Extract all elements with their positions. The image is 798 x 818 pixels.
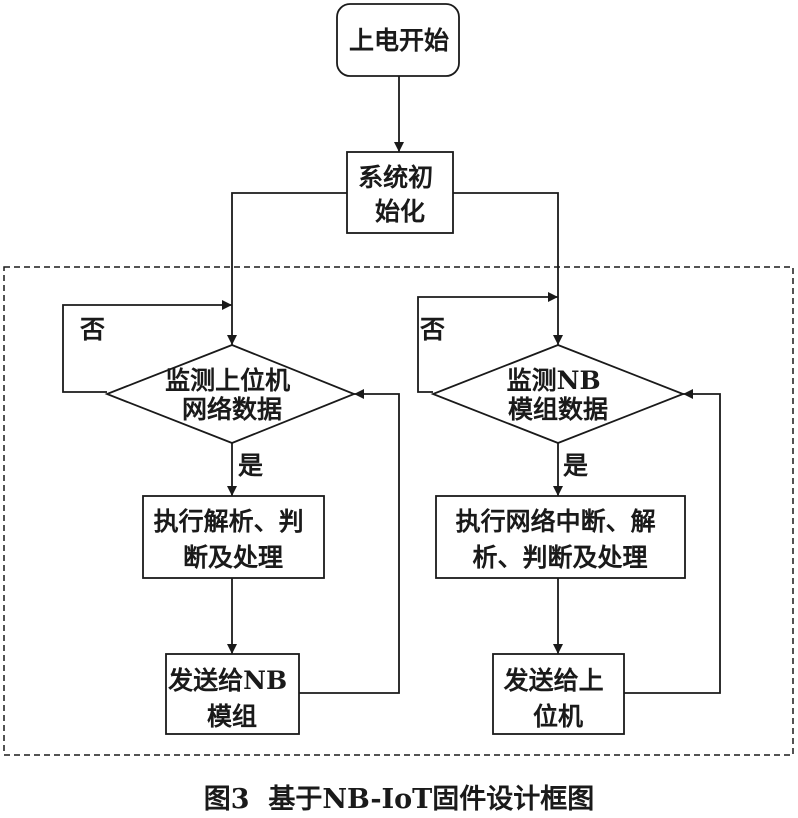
left-no-label: 否: [79, 315, 105, 344]
left-process-label: 执行解析、判 断及处理: [154, 507, 313, 572]
edge-left-send-return: [299, 389, 400, 694]
init-label: 系统初 始化: [358, 163, 442, 226]
right-process-label: 执行网络中断、解 析、判断及处理: [456, 507, 665, 572]
edge-init-to-right-decision: [453, 192, 563, 345]
right-decision-label: 监测NB 模组数据: [507, 366, 610, 424]
left-send-label: 发送给NB 模组: [167, 666, 296, 731]
left-send-node: [165, 653, 300, 735]
left-process-node: [142, 495, 325, 579]
connectors: [62, 76, 721, 694]
edge-left-no-loop: [62, 300, 232, 393]
start-label: 上电开始: [349, 26, 449, 55]
right-process-node: [435, 495, 686, 579]
right-decision-node: [430, 344, 686, 444]
right-no-label: 否: [419, 315, 445, 344]
edge-right-no-loop: [417, 292, 558, 393]
left-decision-label: 监测上位机 网络数据: [165, 366, 299, 424]
edge-init-to-left-decision: [227, 192, 347, 345]
left-decision-node: [104, 344, 357, 444]
figure-caption: 图3 基于NB-IoT固件设计框图: [204, 784, 595, 815]
edge-right-send-return: [624, 389, 721, 694]
right-send-label: 发送给上 位机: [503, 666, 613, 731]
left-yes-label: 是: [238, 451, 263, 480]
init-node: [346, 151, 454, 234]
start-node: [336, 3, 460, 77]
dashed-boundary: [3, 266, 794, 756]
right-send-node: [492, 653, 625, 735]
right-yes-label: 是: [563, 451, 588, 480]
